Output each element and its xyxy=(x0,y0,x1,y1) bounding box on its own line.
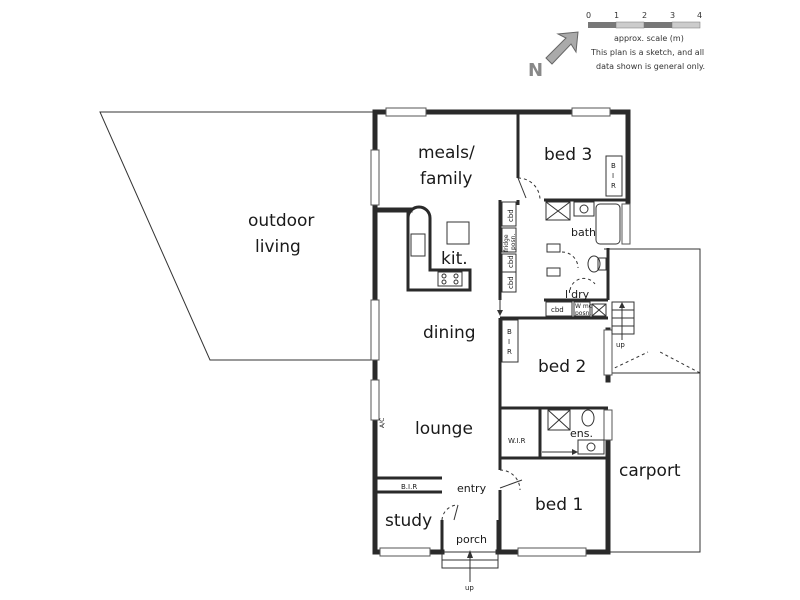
label-cbd-4: cbd xyxy=(551,306,564,314)
label-bir3-r: R xyxy=(611,182,616,190)
label-lounge: lounge xyxy=(415,419,473,439)
scale-note-2: data shown is general only. xyxy=(596,62,705,71)
label-bir2-r: R xyxy=(507,348,512,356)
label-outdoor-living-1: outdoor xyxy=(248,211,314,231)
label-cbd-2: cbd xyxy=(507,255,515,268)
label-wm-2: posn. xyxy=(575,310,591,317)
door-swings xyxy=(441,177,596,521)
room-labels: outdoor living meals/ family kit. dining… xyxy=(248,143,681,546)
label-bir2-b: B xyxy=(507,328,512,336)
label-meals-1: meals/ xyxy=(418,143,475,163)
porch-steps xyxy=(441,298,503,582)
label-bed2: bed 2 xyxy=(538,357,586,377)
kitchen-island xyxy=(446,221,470,245)
label-fridge-1: fridge xyxy=(503,234,510,252)
toilet-icon xyxy=(587,255,601,273)
label-fridge-2: posn. xyxy=(510,234,517,250)
interior-walls xyxy=(375,112,628,552)
bathroom-fixtures xyxy=(545,201,621,317)
label-bir2-i: I xyxy=(508,338,510,346)
label-outdoor-living-2: living xyxy=(255,237,301,257)
windows xyxy=(370,107,631,557)
label-laundry: l'dry xyxy=(565,288,590,301)
vanity-icon xyxy=(573,201,595,217)
label-carport: carport xyxy=(619,461,681,481)
label-ensuite: ens. xyxy=(570,427,593,440)
label-wir: W.I.R xyxy=(508,437,526,445)
label-bir-study: B.I.R xyxy=(401,483,417,491)
label-meals-2: family xyxy=(420,169,472,189)
label-bed3: bed 3 xyxy=(544,145,592,165)
label-up-porch: up xyxy=(465,584,474,592)
ensuite-fixtures xyxy=(542,409,605,455)
label-dining: dining xyxy=(423,323,476,343)
scale-tick-1: 1 xyxy=(614,11,619,20)
carport-stairs xyxy=(611,301,635,340)
label-up-carport: up xyxy=(616,341,625,349)
fixture-labels: cbd fridge posn. cbd cbd cbd W mc posn. … xyxy=(379,162,625,592)
label-bir3-b: B xyxy=(611,162,616,170)
scale-tick-4: 4 xyxy=(697,11,702,20)
label-porch: porch xyxy=(456,533,487,546)
label-entry: entry xyxy=(457,482,487,495)
scale-bar: 0 1 2 3 4 approx. scale (m) This plan is… xyxy=(586,11,705,71)
scale-tick-2: 2 xyxy=(642,11,647,20)
sink-icon xyxy=(410,233,426,257)
label-study: study xyxy=(385,511,432,531)
outdoor-deck-outline xyxy=(99,111,376,361)
scale-tick-0: 0 xyxy=(586,11,591,20)
kitchen-fixtures xyxy=(406,205,472,292)
shower-icon xyxy=(545,201,571,221)
hall-cupboards xyxy=(501,155,623,363)
laundry-trough-icon xyxy=(591,303,607,317)
carport-outline xyxy=(603,248,701,553)
north-arrow-icon: N xyxy=(528,31,579,81)
label-bath: bath xyxy=(571,226,596,239)
scale-note-1: This plan is a sketch, and all xyxy=(590,48,704,57)
label-cbd-3: cbd xyxy=(507,276,515,289)
scale-tick-3: 3 xyxy=(670,11,675,20)
scale-title: approx. scale (m) xyxy=(614,34,684,43)
label-wm-1: W mc xyxy=(575,303,592,310)
north-letter: N xyxy=(528,60,543,81)
label-kitchen: kit. xyxy=(441,249,468,269)
bir-bed2-box xyxy=(501,319,519,363)
bir-bed3-box xyxy=(605,155,623,197)
cooktop-icon xyxy=(437,271,463,287)
label-bed1: bed 1 xyxy=(535,495,583,515)
label-ac: A/C xyxy=(379,418,386,428)
label-cbd-1: cbd xyxy=(507,209,515,222)
bathtub-icon xyxy=(595,203,621,245)
label-bir3-i: I xyxy=(612,172,614,180)
